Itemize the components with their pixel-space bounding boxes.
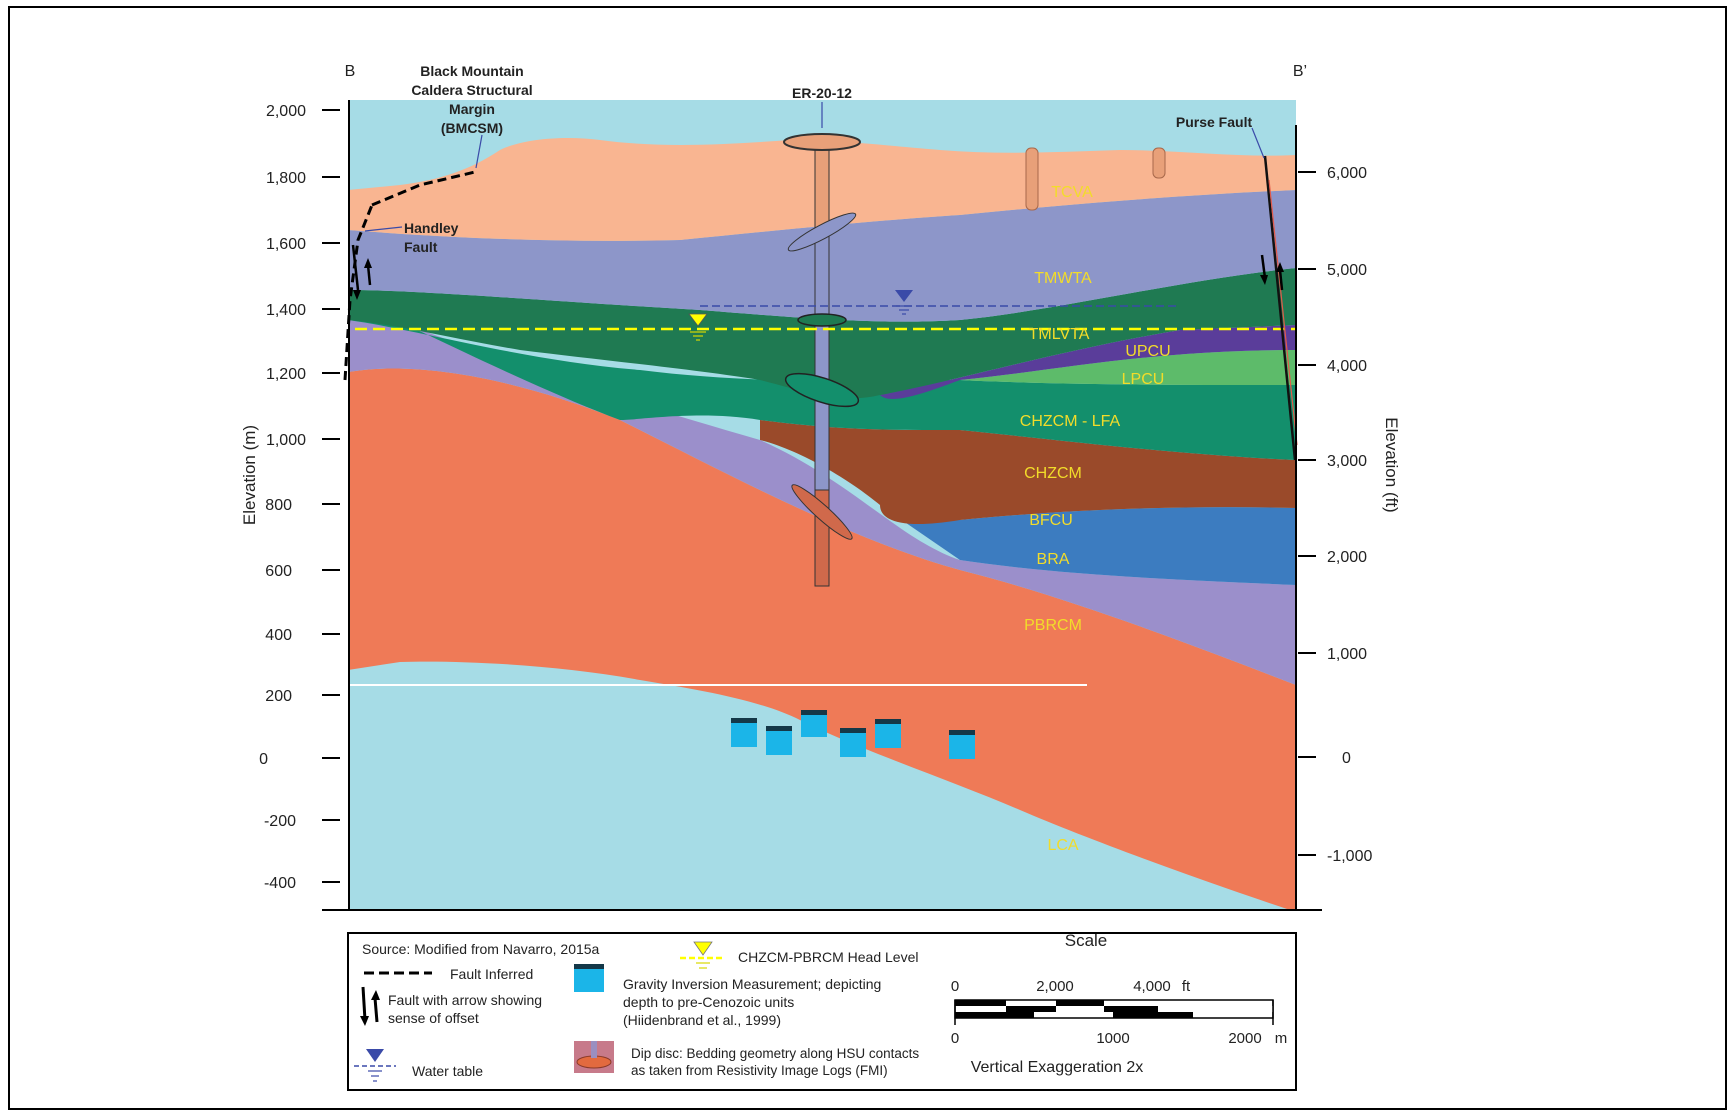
water-table-marker — [895, 290, 913, 315]
unit-label-tmlvta: TMLVTA — [1029, 326, 1090, 343]
gravity-box — [731, 718, 757, 747]
unit-label-bfcu: BFCU — [1029, 512, 1073, 529]
unit-label-lpcu: LPCU — [1122, 371, 1165, 388]
unit-label-lca: LCA — [1047, 837, 1078, 854]
unit-label-chzcm: CHZCM — [1024, 465, 1082, 482]
scale-m-tick: 2000 — [1228, 1030, 1261, 1047]
well-er-20-12 — [783, 133, 861, 587]
right-tick: 1,000 — [1327, 646, 1367, 663]
svg-text:Fault: Fault — [404, 239, 438, 255]
unit-label-chzcm-lfa: CHZCM - LFA — [1020, 413, 1121, 430]
gravity-box — [766, 726, 792, 755]
well-label: ER-20-12 — [792, 85, 852, 101]
svg-text:Black Mountain: Black Mountain — [420, 63, 523, 79]
unit-label-upcu: UPCU — [1125, 343, 1170, 360]
gravity-box — [801, 710, 827, 737]
legend-fault-inferred: Fault Inferred — [450, 966, 533, 982]
section-label-left: B — [345, 63, 356, 80]
head-level-marker — [688, 313, 708, 341]
scale-exaggeration: Vertical Exaggeration 2x — [971, 1059, 1144, 1076]
left-tick: 0 — [259, 751, 268, 768]
legend-source: Source: Modified from Navarro, 2015a — [362, 941, 600, 957]
left-tick: 200 — [265, 688, 292, 705]
purse-fault — [1260, 155, 1298, 461]
right-tick: 2,000 — [1327, 549, 1367, 566]
unit-label-tcva: TCVA — [1051, 184, 1093, 201]
svg-text:Caldera Structural: Caldera Structural — [411, 82, 532, 98]
scale-ft-tick: 0 — [951, 978, 959, 995]
legend-head-level: CHZCM-PBRCM Head Level — [738, 949, 918, 965]
legend-fault-arrow: Fault with arrow showing — [388, 992, 542, 1008]
dip-disc — [1152, 147, 1166, 179]
legend-gravity: Gravity Inversion Measurement; depicting — [623, 976, 881, 992]
gravity-box — [875, 719, 901, 748]
left-tick: 1,000 — [266, 432, 306, 449]
right-tick: -1,000 — [1327, 848, 1372, 865]
left-tick: 400 — [265, 627, 292, 644]
unit-label-bra: BRA — [1037, 551, 1070, 568]
gravity-box — [949, 730, 975, 759]
left-tick: 1,600 — [266, 236, 306, 253]
figure-frame — [8, 6, 1727, 1110]
scale-m-unit: m — [1275, 1030, 1288, 1047]
unit-lpcu — [960, 350, 1296, 385]
scale-ft-tick: 2,000 — [1036, 978, 1074, 995]
unit-pbrcm — [348, 368, 1296, 910]
gravity-symbol — [574, 964, 604, 992]
svg-text:Handley: Handley — [404, 220, 459, 236]
unit-label-tmwta: TMWTA — [1034, 270, 1092, 287]
unit-chzcm — [760, 420, 1296, 525]
left-tick: 2,000 — [266, 103, 306, 120]
left-tick: 600 — [265, 563, 292, 580]
legend-water-table: Water table — [412, 1063, 483, 1079]
purse-fault-label: Purse Fault — [1176, 114, 1253, 130]
handley-fault-label: Handley Fault — [404, 220, 459, 255]
gravity-box — [840, 728, 866, 757]
left-tick: 1,800 — [266, 170, 306, 187]
left-tick: -400 — [264, 875, 296, 892]
gravity-measurements — [731, 710, 975, 759]
handley-leader — [364, 226, 403, 232]
scale-m-tick: 0 — [951, 1030, 959, 1047]
bmcsm-label: Black Mountain Caldera Structural Margin… — [411, 63, 532, 136]
left-axis-title: Elevation (m) — [240, 425, 259, 525]
left-tick: 1,200 — [266, 366, 306, 383]
scale-title: Scale — [1065, 931, 1108, 950]
bmcsm-leader — [475, 134, 483, 169]
svg-text:Margin: Margin — [449, 101, 495, 117]
legend-dip-disc: as taken from Resistivity Image Logs (FM… — [631, 1063, 888, 1078]
right-tick: 5,000 — [1327, 262, 1367, 279]
unit-bfcu — [880, 505, 1296, 585]
legend-dip-disc: Dip disc: Bedding geometry along HSU con… — [631, 1046, 919, 1061]
legend-gravity: (Hiidenbrand et al., 1999) — [623, 1012, 781, 1028]
right-tick: 0 — [1342, 750, 1351, 767]
scale-m-tick: 1000 — [1096, 1030, 1129, 1047]
water-table-symbol — [354, 1049, 396, 1082]
unit-upcu — [880, 325, 1296, 400]
legend-fault-arrow: sense of offset — [388, 1010, 479, 1026]
handley-fault — [343, 170, 476, 381]
dip-disc — [1025, 147, 1039, 211]
right-tick: 4,000 — [1327, 358, 1367, 375]
dip-disc-symbol — [574, 1041, 614, 1073]
left-tick: 1,400 — [266, 302, 306, 319]
unit-label-pbrcm: PBRCM — [1024, 617, 1082, 634]
fault-arrow-symbol — [360, 986, 380, 1026]
section-label-right: B’ — [1293, 63, 1307, 80]
svg-text:(BMCSM): (BMCSM) — [441, 120, 503, 136]
head-level-symbol — [680, 941, 724, 969]
scale-bar: Scale 0 2,000 4,000 ft 0 1000 2000 m Ver… — [951, 931, 1287, 1076]
legend-gravity: depth to pre-Cenozoic units — [623, 994, 794, 1010]
scale-ft-unit: ft — [1182, 978, 1191, 995]
right-tick: 6,000 — [1327, 165, 1367, 182]
right-tick: 3,000 — [1327, 453, 1367, 470]
left-tick: -200 — [264, 813, 296, 830]
scale-ft-tick: 4,000 — [1133, 978, 1171, 995]
left-tick: 800 — [265, 497, 292, 514]
purse-leader — [1251, 127, 1265, 159]
axes — [322, 100, 1322, 911]
right-axis-title: Elevation (ft) — [1382, 417, 1401, 512]
